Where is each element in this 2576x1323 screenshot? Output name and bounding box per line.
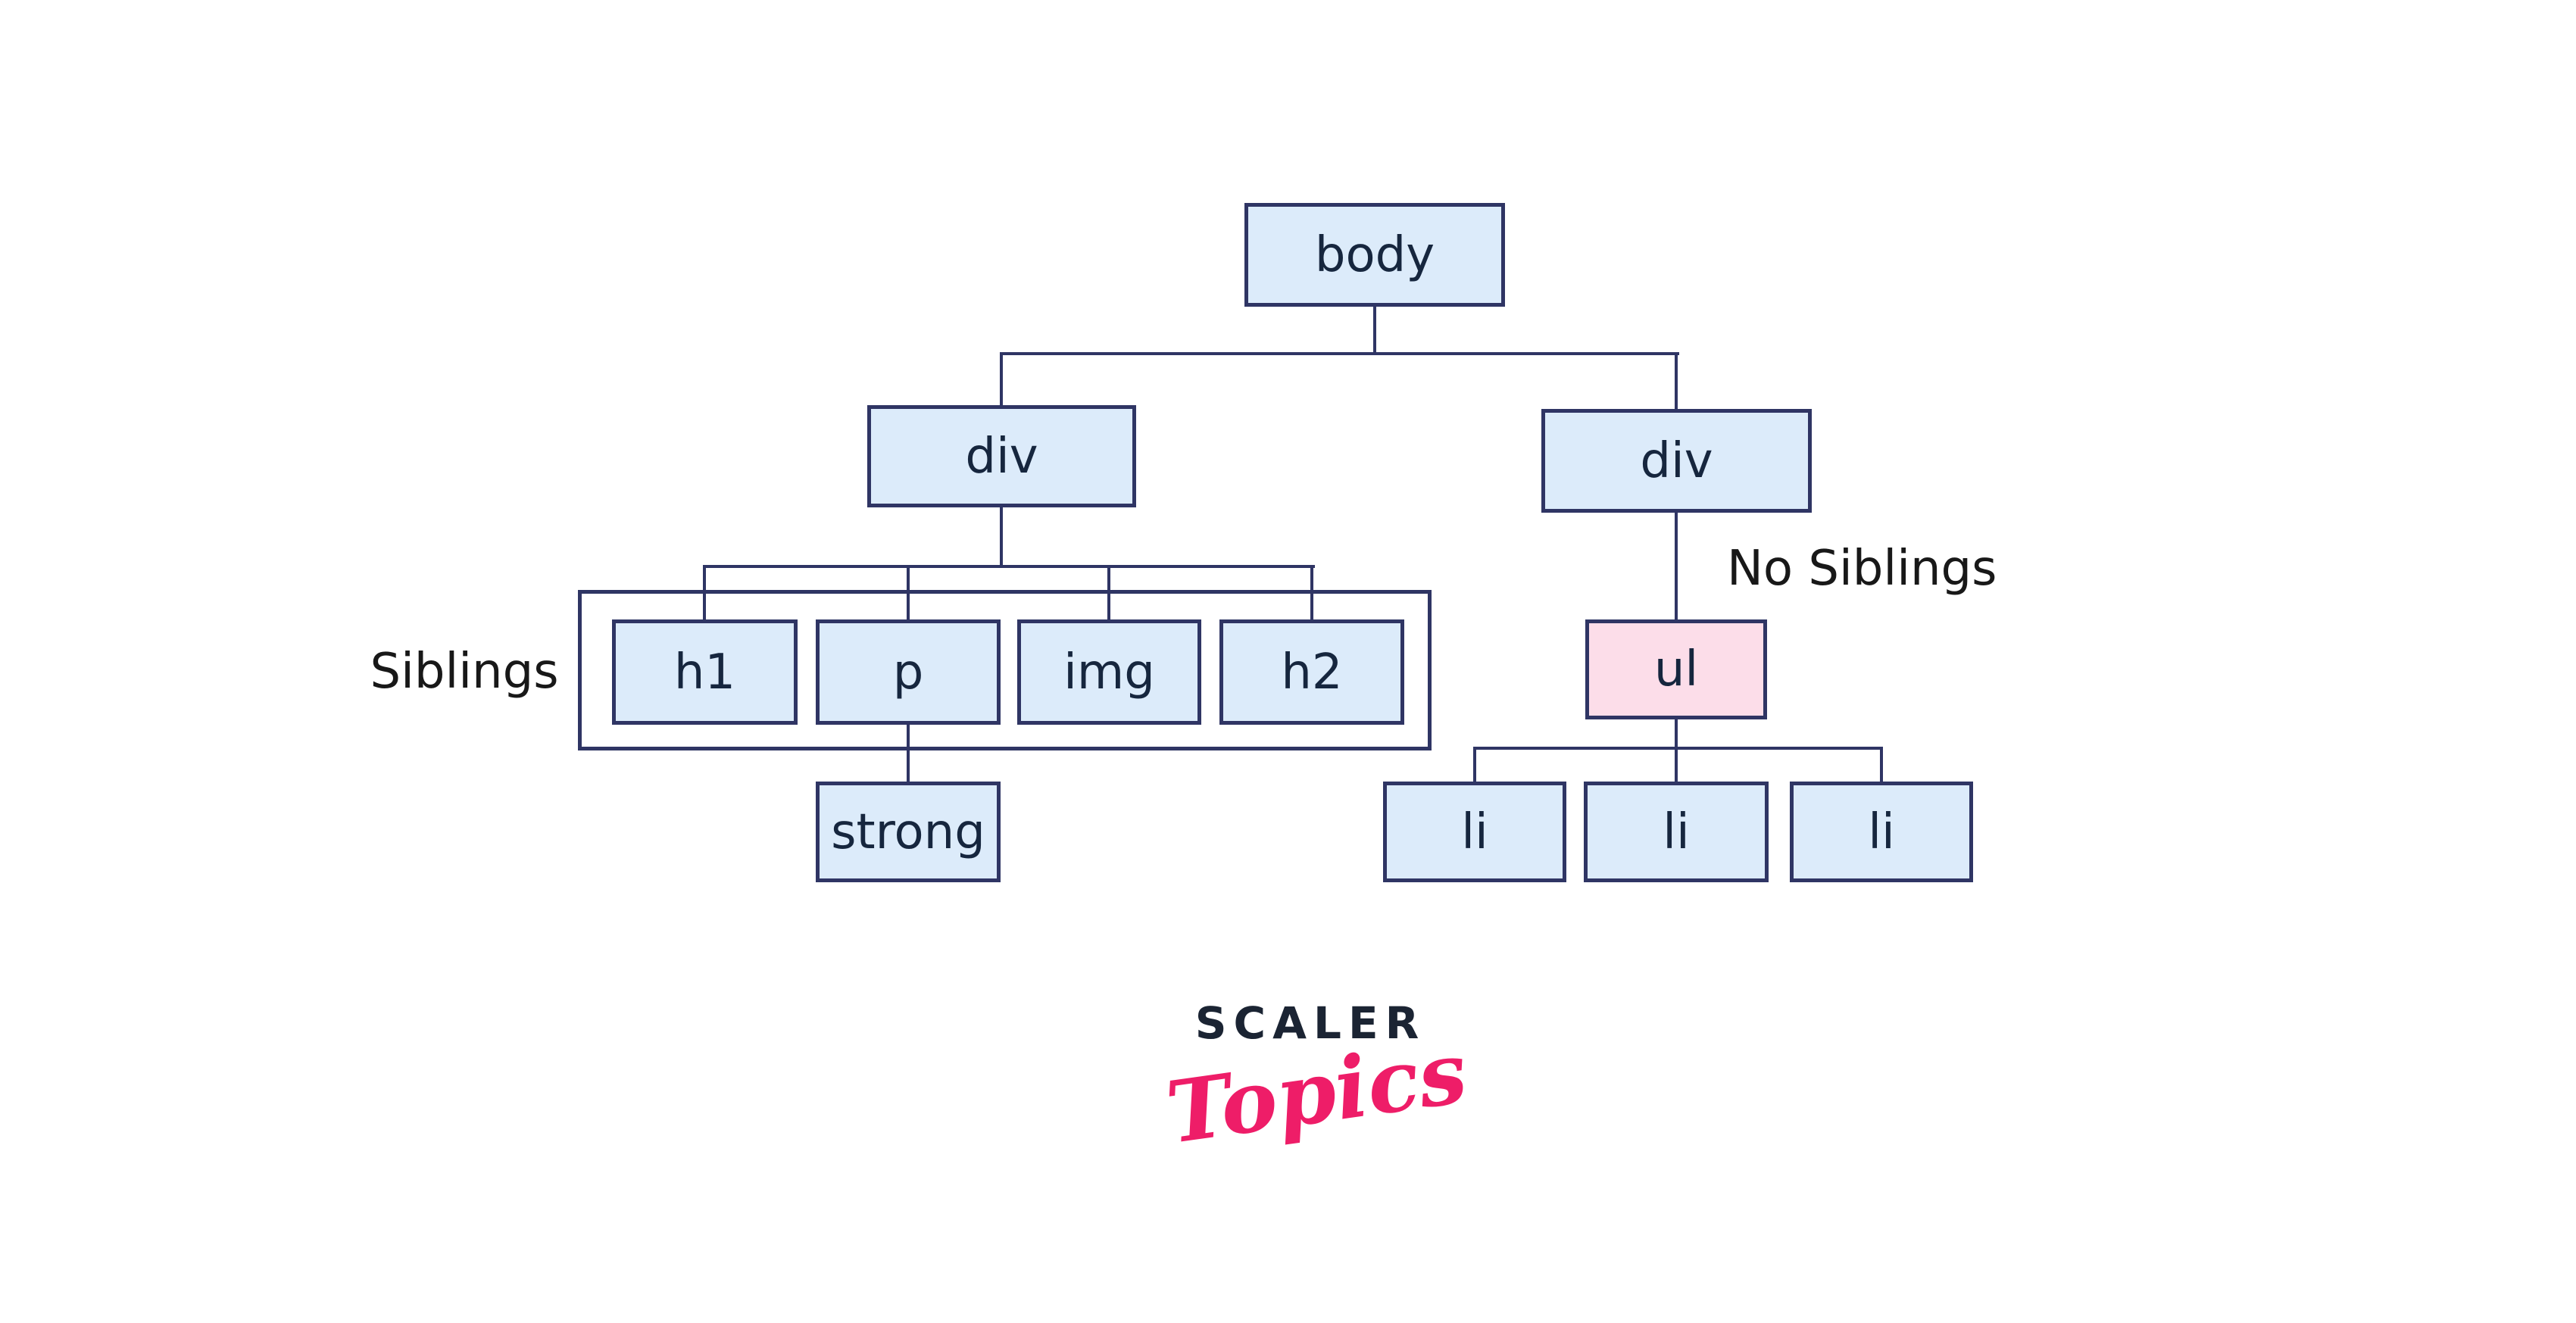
node-li-3-label: li (1868, 803, 1895, 860)
node-h1-label: h1 (673, 644, 736, 701)
connector-bus-siblings (703, 565, 1315, 568)
node-ul-label: ul (1653, 641, 1699, 697)
node-li-2-label: li (1663, 803, 1690, 860)
node-img: img (1017, 619, 1201, 725)
node-li-1: li (1383, 782, 1566, 882)
node-img-label: img (1063, 644, 1155, 701)
connector-bus-li (1473, 747, 1883, 750)
connector-div-left-down (1000, 506, 1003, 568)
node-h2-label: h2 (1281, 644, 1343, 701)
node-div-right: div (1541, 409, 1812, 513)
siblings-group-frame (578, 590, 1432, 750)
node-body-label: body (1314, 226, 1435, 283)
label-no-siblings: No Siblings (1727, 541, 1997, 597)
connector-ul-li-middle (1675, 718, 1678, 782)
node-li-2: li (1584, 782, 1769, 882)
node-div-left: div (867, 405, 1136, 507)
node-ul: ul (1585, 619, 1767, 719)
node-p-label: p (892, 644, 924, 701)
label-siblings: Siblings (370, 644, 559, 700)
connector-p-strong (907, 723, 910, 782)
connector-body-down (1373, 305, 1376, 354)
connector-to-li-3 (1880, 747, 1883, 782)
connector-bus-body-children (1000, 352, 1679, 355)
node-h2: h2 (1219, 619, 1404, 725)
node-li-3: li (1790, 782, 1973, 882)
scaler-logo: SCALER Topics (1161, 997, 1473, 1163)
connector-to-div-left (1000, 352, 1003, 407)
node-p: p (816, 619, 1001, 725)
connector-to-li-1 (1473, 747, 1476, 782)
node-div-right-label: div (1640, 432, 1713, 489)
node-h1: h1 (612, 619, 798, 725)
node-body: body (1244, 203, 1505, 307)
node-strong: strong (816, 782, 1001, 882)
node-li-1-label: li (1461, 803, 1488, 860)
connector-to-div-right (1675, 352, 1678, 410)
node-strong-label: strong (831, 803, 985, 860)
connector-div-right-ul (1675, 511, 1678, 621)
node-div-left-label: div (965, 428, 1038, 485)
scaler-wordmark: SCALER (1194, 997, 1426, 1049)
